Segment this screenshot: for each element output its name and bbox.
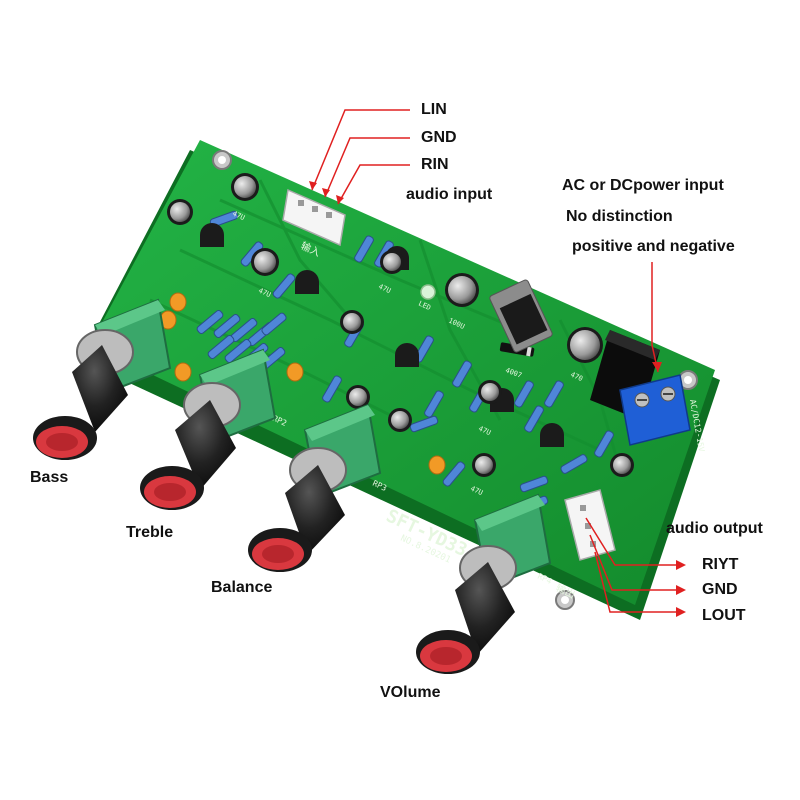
electrolytic-capacitors [167, 173, 634, 477]
knob-volume[interactable] [416, 545, 517, 674]
label-power-2: No distinction [566, 208, 673, 225]
led [420, 284, 436, 300]
label-lin: LIN [421, 101, 447, 118]
ceramic-capacitors [159, 292, 446, 475]
mounting-hole [212, 150, 698, 610]
label-bass: Bass [30, 469, 69, 486]
label-power-3: positive and negative [572, 238, 735, 255]
label-balance: Balance [211, 579, 273, 596]
label-audio-output: audio output [666, 520, 763, 537]
label-power-1: AC or DCpower input [562, 177, 724, 194]
label-input-gnd: GND [421, 129, 457, 146]
label-output-gnd: GND [702, 581, 738, 598]
voltage-regulator [489, 279, 553, 353]
knob-balance[interactable] [248, 447, 347, 572]
power-terminal [619, 374, 691, 446]
knob-treble[interactable] [140, 382, 241, 510]
audio-input-connector [282, 188, 346, 247]
knob-bass[interactable] [33, 329, 134, 460]
annotation-lines [309, 109, 686, 617]
label-lout: LOUT [702, 607, 746, 624]
label-treble: Treble [126, 524, 174, 541]
label-volume: VOlume [380, 684, 441, 701]
label-rin: RIN [421, 156, 449, 173]
label-riyt: RIYT [702, 556, 739, 573]
label-audio-input: audio input [406, 186, 493, 203]
